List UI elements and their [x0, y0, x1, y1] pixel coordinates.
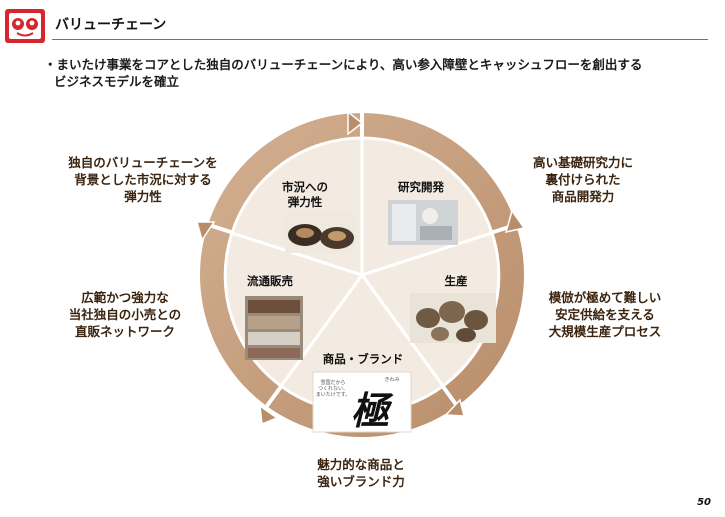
photo-market-products	[285, 213, 355, 253]
arrow-head-bottom-right	[444, 398, 465, 417]
package-tagline: 雪国だからつくれない、まいたけです。	[316, 379, 351, 398]
product-brand-package: 雪国だからつくれない、まいたけです。 きわみ 極	[312, 371, 412, 433]
cycle-arrows	[196, 110, 526, 426]
arrow-head-top	[347, 110, 364, 136]
summary-line-2: ビジネスモデルを確立	[54, 74, 180, 89]
note-top-left: 独自のバリューチェーンを 背景とした市況に対する 弾力性	[68, 155, 218, 204]
summary-line-1: ・まいたけ事業をコアとした独自のバリューチェーンにより、高い参入障壁とキャッシュ…	[44, 57, 643, 72]
arrow-head-bottom-left	[259, 404, 279, 426]
package-ruby: きわみ	[384, 376, 399, 383]
photo-production-maitake	[410, 293, 496, 343]
company-logo	[5, 9, 45, 43]
photo-retail-shelf	[245, 296, 303, 360]
page-title: バリューチェーン	[55, 17, 167, 33]
arrow-head-right	[504, 209, 526, 234]
page-number: 50	[697, 497, 711, 508]
segment-label-product-brand: 商品・ブランド	[323, 352, 404, 366]
note-bottom: 魅力的な商品と 強いブランド力	[317, 457, 405, 489]
segment-label-market-elasticity: 市況への弾力性	[282, 180, 328, 209]
package-kanji: 極	[351, 389, 394, 433]
note-middle-left: 広範かつ強力な 当社独自の小売との 直販ネットワーク	[68, 290, 182, 339]
segment-label-production: 生産	[445, 274, 468, 288]
title-divider	[52, 39, 708, 40]
arrow-head-left	[196, 221, 216, 242]
note-middle-right: 模倣が極めて難しい 安定供給を支える 大規模生産プロセス	[548, 290, 662, 339]
segment-label-distribution: 流通販売	[247, 274, 293, 288]
photo-research-lab	[388, 200, 458, 245]
note-top-right: 高い基礎研究力に 裏付けられた 商品開発力	[532, 155, 633, 204]
segment-label-research: 研究開発	[398, 180, 444, 194]
summary-text: ・まいたけ事業をコアとした独自のバリューチェーンにより、高い参入障壁とキャッシュ…	[44, 56, 684, 90]
